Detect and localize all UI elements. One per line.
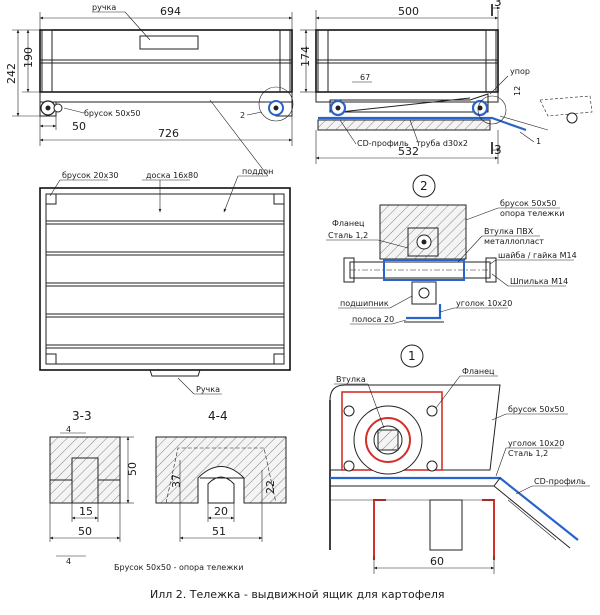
side-dim-top: 500 <box>398 5 419 18</box>
section44-dim-37: 37 <box>170 474 183 488</box>
front-label-bar: брусок 50х50 <box>84 109 141 118</box>
front-dim-left-inner: 190 <box>22 47 35 68</box>
front-label-handle: ручка <box>92 3 116 12</box>
plan-label-pallet: поддон <box>242 167 273 176</box>
front-dim-small: 50 <box>72 120 86 133</box>
side-dim-height: 174 <box>299 46 312 67</box>
side-view: 500 3 174 67 <box>299 0 593 164</box>
front-dim-top: 694 <box>160 5 181 18</box>
detail2-label-angle: уголок 10х20 <box>456 299 512 308</box>
section-33: 3-3 4 50 15 50 4 <box>49 409 139 566</box>
detail1-label-flange: Фланец <box>462 367 495 376</box>
section44-dim-22: 22 <box>264 480 277 494</box>
detail2-label-support: опора тележки <box>500 209 564 218</box>
detail1-label-bushing: Втулка <box>336 375 366 384</box>
section33-dim-15: 15 <box>79 505 93 518</box>
detail2-label-strip: полоса 20 <box>352 315 394 324</box>
section33-title: 3-3 <box>72 409 92 423</box>
caption: Илл 2. Тележка - выдвижной ящик для карт… <box>150 588 445 601</box>
front-dim-left-outer: 242 <box>5 63 18 84</box>
section33-dim-4-bottom: 4 <box>66 557 71 566</box>
side-label-stop: упор <box>510 67 530 76</box>
side-section-mark-bottom: 3 <box>494 143 502 157</box>
detail-1: 1 Втулка Фланец брусок 50х50 <box>329 344 590 574</box>
plan-label-board: доска 16х80 <box>146 171 198 180</box>
detail2-label-flange: Фланец <box>332 219 365 228</box>
detail1-label-bar: брусок 50х50 <box>508 405 565 414</box>
side-section-mark-top: 3 <box>494 0 502 9</box>
section33-dim-50-bottom: 50 <box>78 525 92 538</box>
section33-dim-50-right: 50 <box>126 462 139 476</box>
front-dim-bottom: 726 <box>158 127 179 140</box>
side-label-cd: CD-профиль <box>357 139 409 148</box>
detail2-label-steel: Сталь 1,2 <box>328 231 368 240</box>
front-view: 694 ручка 2 242 190 бр <box>5 3 294 146</box>
side-dim-67: 67 <box>360 73 370 82</box>
side-dim-12: 12 <box>513 86 522 96</box>
detail2-label-stud: Шпилька М14 <box>510 277 568 286</box>
front-callout-2: 2 <box>240 111 245 120</box>
section-44: 4-4 37 22 20 51 Брусок 50х50 - опора тел… <box>114 409 287 572</box>
detail1-dim-60: 60 <box>430 555 444 568</box>
plan-label-handle: Ручка <box>196 385 220 394</box>
section44-dim-51: 51 <box>212 525 226 538</box>
detail1-label-angle: уголок 10х20 <box>508 439 564 448</box>
detail1-label-cd: CD-профиль <box>534 477 586 486</box>
detail2-label-washer: шайба / гайка М14 <box>498 251 577 260</box>
section44-title: 4-4 <box>208 409 228 423</box>
detail1-label-steel: Сталь 1,2 <box>508 449 548 458</box>
plan-label-bar20: брусок 20х30 <box>62 171 119 180</box>
section44-dim-20: 20 <box>214 505 228 518</box>
detail1-title: 1 <box>408 349 416 363</box>
detail2-label-bushing: Втулка ПВХ <box>484 227 534 236</box>
detail2-label-metal: металлопласт <box>484 237 544 246</box>
section33-dim-4: 4 <box>66 425 71 434</box>
detail-2: 2 брусок 50х50 опора тележки Фланец Стал… <box>326 174 577 325</box>
detail2-label-bearing: подшипник <box>340 299 389 308</box>
side-callout-1: 1 <box>536 137 541 146</box>
side-label-pipe: труба d30х2 <box>416 139 468 148</box>
detail2-title: 2 <box>420 179 428 193</box>
detail2-label-bar: брусок 50х50 <box>500 199 557 208</box>
section44-label-bar: Брусок 50х50 - опора тележки <box>114 563 243 572</box>
plan-view: брусок 20х30 доска 16х80 поддон Ручка <box>39 99 291 395</box>
side-dim-bottom: 532 <box>398 145 419 158</box>
